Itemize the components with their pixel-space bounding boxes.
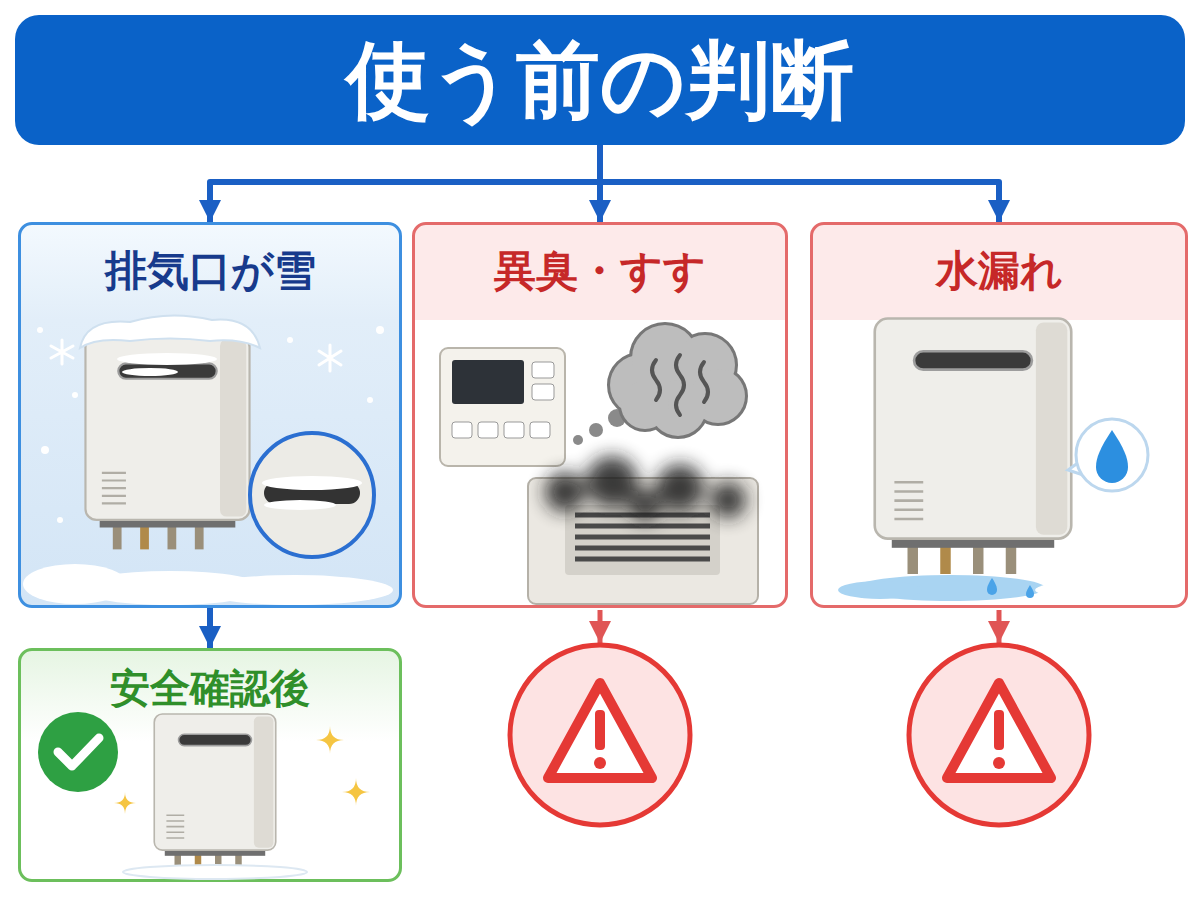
flow-arrow [207, 608, 213, 648]
flow-arrow [600, 145, 999, 222]
title-band: 使う前の判断 [15, 15, 1185, 145]
warning-box: 水漏れ [810, 222, 1188, 608]
warning-triangle [548, 683, 652, 778]
warning-box: 異臭・すす [412, 222, 788, 608]
flow-arrow [210, 145, 600, 222]
exclamation-bar [994, 710, 1004, 750]
exclamation-dot [993, 757, 1005, 769]
warning-results [510, 610, 1089, 825]
condition-box: 排気口が雪 [18, 222, 402, 608]
box-heading: 排気口が雪 [105, 247, 316, 295]
warning-circle [909, 645, 1089, 825]
warning-arrow [997, 610, 1002, 643]
warning-circle [510, 645, 690, 825]
box-heading: 安全確認後 [110, 665, 310, 711]
exclamation-dot [594, 757, 606, 769]
flow-arrow [597, 145, 603, 222]
warning-triangle [947, 683, 1051, 778]
box-heading: 異臭・すす [494, 247, 706, 295]
title-text: 使う前の判断 [346, 32, 854, 129]
result-box: 安全確認後 [18, 648, 402, 882]
exclamation-bar [595, 710, 605, 750]
box-heading: 水漏れ [936, 247, 1063, 295]
warning-arrow [598, 610, 603, 643]
